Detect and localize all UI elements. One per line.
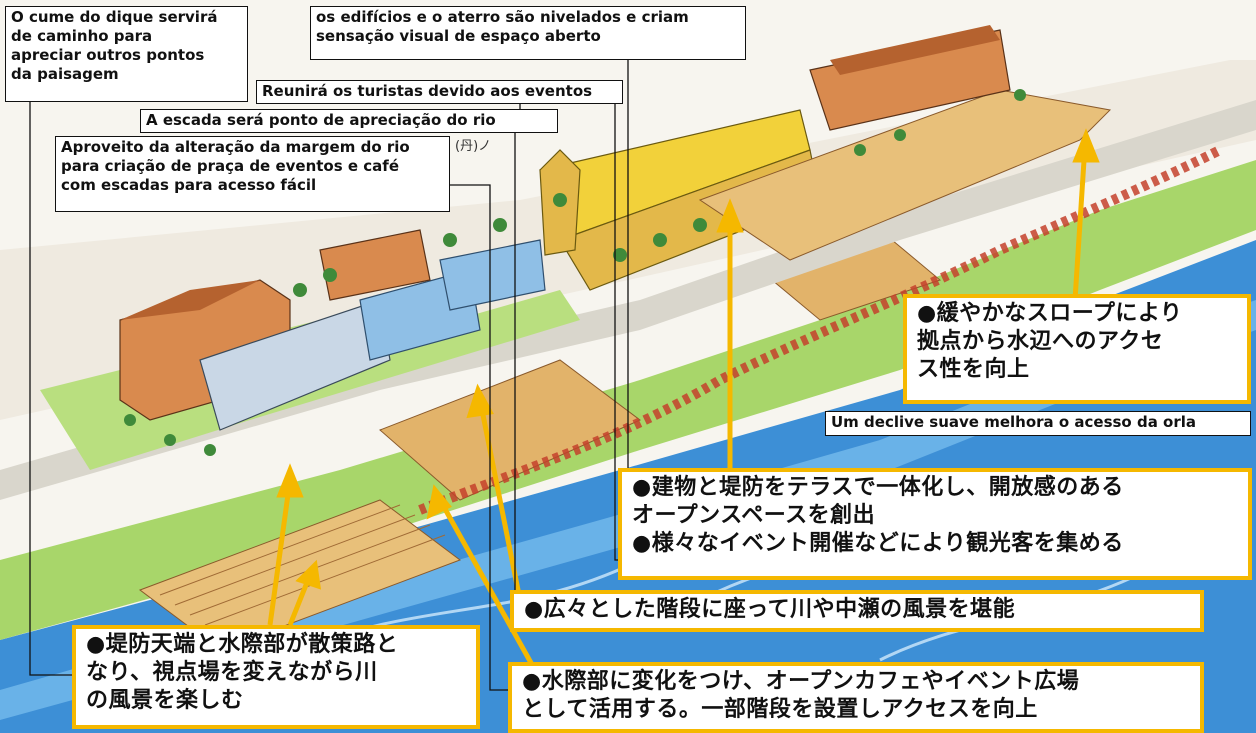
caption-jp-wide-stairs: ●広々とした階段に座って川や中瀬の風景を堪能 bbox=[510, 590, 1204, 632]
caption-pt-riverbank-plaza: Aproveito da alteração da margem do rio … bbox=[55, 136, 450, 212]
roof-east bbox=[830, 25, 1000, 75]
house-west bbox=[319, 229, 431, 301]
caption-pt-buildings-level: os edifícios e o aterro são nivelados e … bbox=[310, 6, 746, 60]
sketch-sign-text: (丹)ノ bbox=[455, 139, 491, 154]
event-plaza bbox=[698, 89, 1112, 261]
caption-jp-terrace-integration: ●建物と堤防をテラスで一体化し、開放感のある オープンスペースを創出 ●様々なイ… bbox=[618, 468, 1252, 580]
caption-jp-waterside-use: ●水際部に変化をつけ、オープンカフェやイベント広場 として活用する。一部階段を設… bbox=[508, 662, 1204, 733]
caption-pt-stairs-viewpoint: A escada será ponto de apreciação do rio bbox=[140, 109, 558, 133]
glass-hall bbox=[199, 299, 391, 431]
trees bbox=[124, 89, 1026, 456]
callout-arrows bbox=[267, 128, 1100, 672]
blue-building-2 bbox=[439, 239, 546, 311]
caption-pt-tourists: Reunirá os turistas devido aos eventos bbox=[256, 80, 623, 104]
wide-stairs bbox=[379, 359, 641, 501]
riverside-planting bbox=[418, 145, 1223, 515]
caption-jp-walkway: ●堤防天端と水際部が散策路と なり、視点場を変えながら川 の風景を楽しむ bbox=[72, 625, 480, 729]
roof-west bbox=[120, 280, 260, 320]
caption-jp-gentle-slope: ●緩やかなスロープにより 拠点から水辺へのアクセ ス性を向上 bbox=[903, 294, 1251, 404]
caption-pt-dike-crest: O cume do dique servirá de caminho para … bbox=[5, 6, 248, 102]
caption-pt-gentle-slope: Um declive suave melhora o acesso da orl… bbox=[825, 411, 1251, 436]
